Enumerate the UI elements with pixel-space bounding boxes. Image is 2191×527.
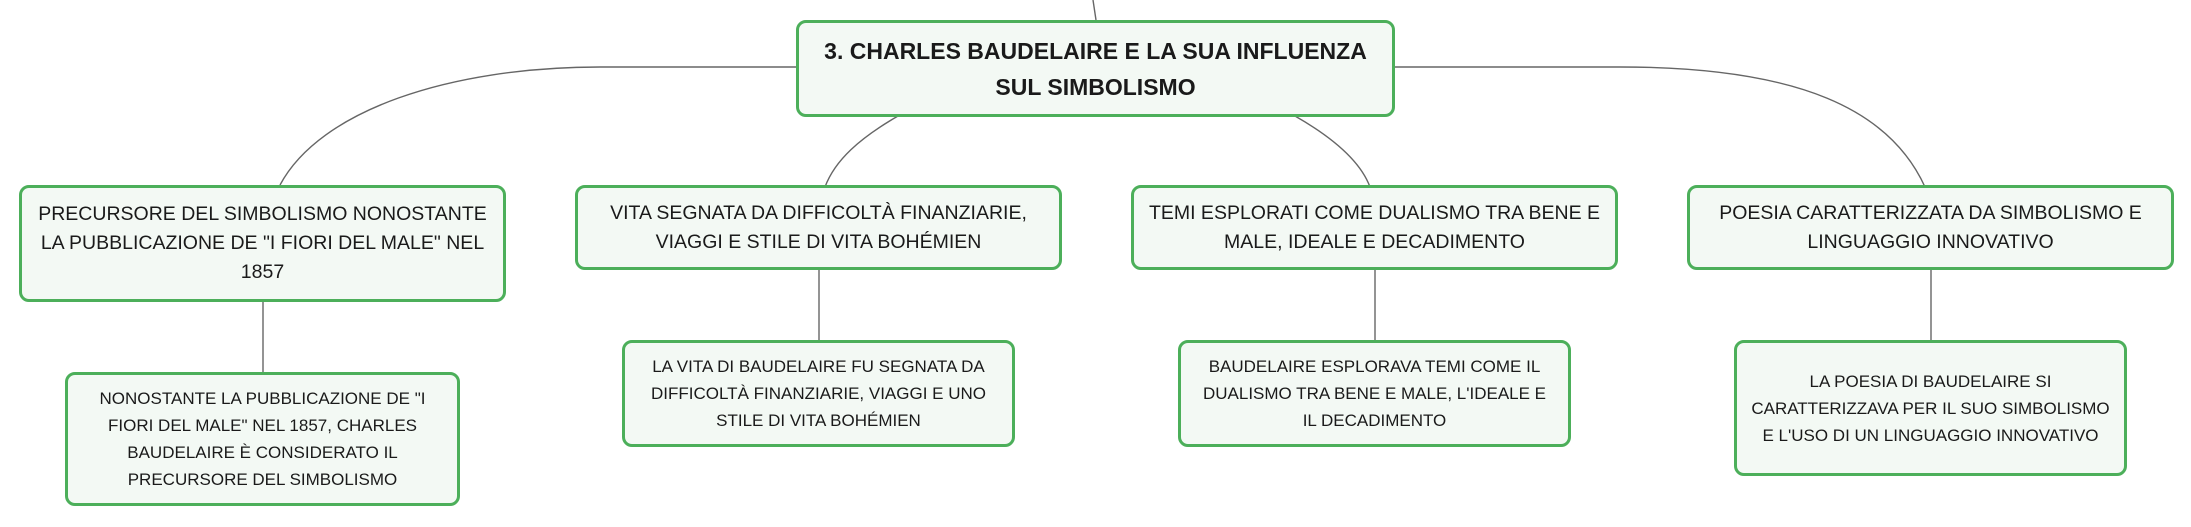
connector-root-branch-1 [279,66,796,186]
connector-root-branch-2 [824,115,899,188]
connector-root-branch-3 [1294,115,1371,188]
branch-vita-segnata[interactable]: VITA SEGNATA DA DIFFICOLTÀ FINANZIARIE, … [575,185,1062,270]
connector-parent-root [1092,0,1097,21]
branch-poesia-simbolismo[interactable]: POESIA CARATTERIZZATA DA SIMBOLISMO E LI… [1687,185,2174,270]
branch-temi-esplorati[interactable]: TEMI ESPLORATI COME DUALISMO TRA BENE E … [1131,185,1618,270]
branch-label: TEMI ESPLORATI COME DUALISMO TRA BENE E … [1148,201,1601,253]
branch-label: PRECURSORE DEL SIMBOLISMO NONOSTANTE LA … [38,203,487,283]
subtopic-label: BAUDELAIRE ESPLORAVA TEMI COME IL DUALIS… [1202,357,1547,430]
branch-precursore-simbolismo[interactable]: PRECURSORE DEL SIMBOLISMO NONOSTANTE LA … [19,185,506,302]
subtopic-precursore-detail[interactable]: NONOSTANTE LA PUBBLICAZIONE DE "I FIORI … [65,372,460,506]
branch-label: VITA SEGNATA DA DIFFICOLTÀ FINANZIARIE, … [610,201,1027,253]
subtopic-temi-detail[interactable]: BAUDELAIRE ESPLORAVA TEMI COME IL DUALIS… [1178,340,1571,447]
branch-label: POESIA CARATTERIZZATA DA SIMBOLISMO E LI… [1719,201,2142,253]
subtopic-label: LA VITA DI BAUDELAIRE FU SEGNATA DA DIFF… [651,357,986,430]
root-topic-label: 3. CHARLES BAUDELAIRE E LA SUA INFLUENZA… [824,37,1367,100]
root-topic[interactable]: 3. CHARLES BAUDELAIRE E LA SUA INFLUENZA… [796,20,1395,117]
connector-root-branch-4 [1395,66,1926,188]
subtopic-label: NONOSTANTE LA PUBBLICAZIONE DE "I FIORI … [99,389,426,489]
subtopic-label: LA POESIA DI BAUDELAIRE SI CARATTERIZZAV… [1751,371,2110,445]
subtopic-poesia-detail[interactable]: LA POESIA DI BAUDELAIRE SI CARATTERIZZAV… [1734,340,2127,476]
subtopic-vita-detail[interactable]: LA VITA DI BAUDELAIRE FU SEGNATA DA DIFF… [622,340,1015,447]
